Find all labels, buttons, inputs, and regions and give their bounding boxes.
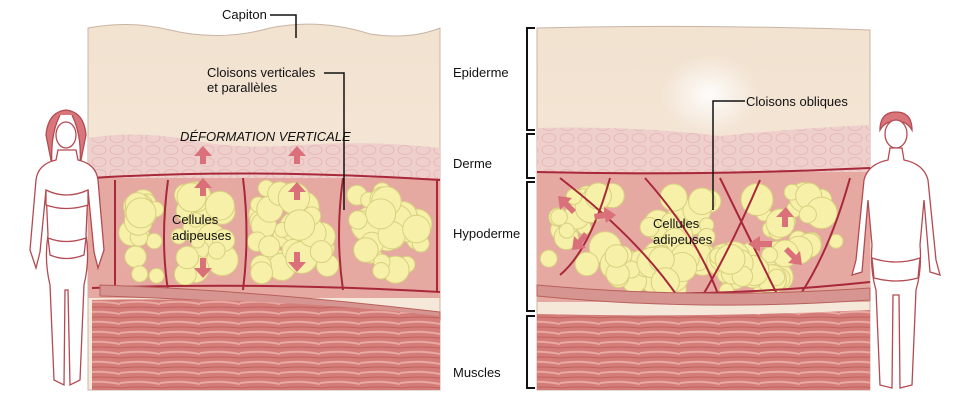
fat-cell (189, 233, 206, 249)
arrow-up-icon (194, 178, 212, 196)
fat-cell (309, 240, 333, 264)
fat-cell (550, 208, 568, 226)
fat-cell (148, 267, 165, 284)
arrow-right-icon (594, 207, 616, 223)
fat-cell (697, 227, 716, 246)
layer-brackets (526, 27, 535, 389)
oblique-septa-label: Cloisons obliques (746, 94, 848, 109)
arrow-down-icon (288, 252, 306, 272)
fat-cell (353, 237, 379, 263)
capiton-label: Capiton (222, 7, 267, 22)
fat-cell (207, 241, 226, 260)
fat-cell (187, 212, 204, 228)
right-dermis (537, 125, 870, 185)
fat-cell (761, 246, 778, 264)
arrow-up-icon (288, 146, 306, 164)
arrow-diagonal-icon (558, 196, 576, 214)
vertical-septa-label-2: et parallèles (207, 80, 278, 95)
layer-label-muscles: Muscles (453, 365, 501, 380)
right-fat-cells-label-2: adipeuses (653, 232, 713, 247)
arrow-up-icon (288, 182, 306, 200)
right-arrows (558, 196, 802, 265)
fat-cell (539, 249, 558, 268)
layer-label-epiderme: Epiderme (453, 65, 509, 80)
fat-cell (740, 183, 774, 217)
arrow-left-icon (748, 236, 772, 252)
fat-cell (124, 245, 147, 268)
left-septa (91, 172, 441, 293)
left-arrows (194, 146, 306, 278)
fat-cell (565, 188, 583, 205)
fat-cell (348, 210, 368, 230)
oblique-septa-leader (712, 100, 745, 210)
septa-leader (324, 72, 345, 210)
fat-cell (170, 228, 188, 245)
man-figure (851, 111, 941, 389)
left-fat-lobules (118, 179, 433, 286)
fat-cell (250, 261, 274, 285)
fat-cell (146, 232, 163, 250)
right-fascia (536, 284, 871, 306)
left-fat-cells-label-2: adipeuses (172, 228, 232, 243)
fat-cell (798, 205, 817, 224)
layer-label-hypoderme: Hypoderme (453, 226, 520, 241)
fat-cell (125, 197, 157, 229)
fat-cell (639, 217, 660, 238)
fat-cell (365, 198, 397, 230)
fat-cell (604, 244, 629, 268)
left-fat-cells-label-1: Cellules (172, 212, 219, 227)
fat-cell (175, 245, 200, 270)
left-muscle (92, 299, 440, 390)
arrow-down-icon (194, 258, 212, 278)
layer-label-derme: Derme (453, 156, 492, 171)
fat-cell (131, 265, 149, 283)
fat-cell (372, 262, 390, 280)
fat-cell (688, 187, 716, 216)
fat-cell (659, 183, 688, 212)
arrow-up-icon (776, 207, 794, 227)
left-skin-section (87, 23, 441, 391)
capiton-leader (270, 14, 297, 38)
fat-cell (714, 243, 746, 275)
arrow-up-icon (194, 146, 212, 164)
vertical-septa-label-1: Cloisons verticales (207, 65, 316, 80)
fat-cell (402, 214, 431, 244)
right-oblique-septa (536, 167, 871, 301)
fat-cell (283, 209, 316, 241)
right-muscle (537, 310, 870, 390)
vertical-deformation-label: DÉFORMATION VERTICALE (180, 129, 351, 144)
right-fat-cells-label-1: Cellules (653, 216, 700, 231)
fat-cell (258, 235, 281, 258)
right-skin-section (536, 25, 871, 391)
woman-figure (29, 109, 105, 387)
fat-cell (558, 222, 575, 239)
fat-cell (204, 190, 235, 221)
fat-cell (176, 182, 207, 213)
fat-cell (574, 251, 600, 277)
arrow-diagonal-icon (784, 247, 802, 265)
arrow-diagonal-icon (572, 232, 588, 250)
